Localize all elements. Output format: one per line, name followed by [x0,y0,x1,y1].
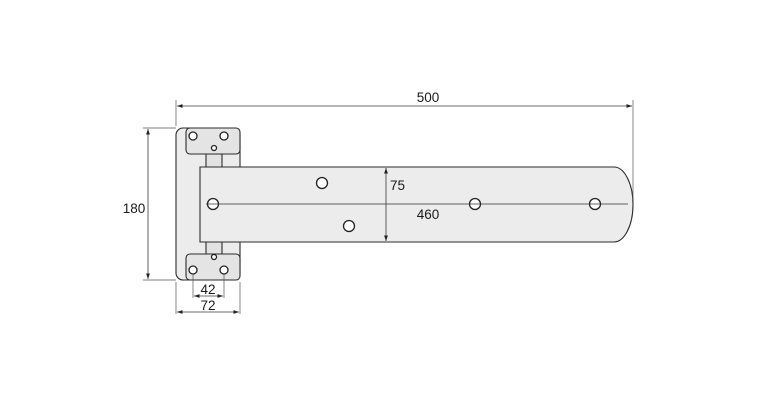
dim-label-460: 460 [417,207,440,222]
dim-label-180: 180 [123,201,146,216]
dim-label-42: 42 [200,282,215,297]
dim-label-75: 75 [390,178,405,193]
dim-label-500: 500 [417,90,440,105]
upper-ear-hole-right [219,131,229,141]
dimension-plate-height: 180 [123,127,176,281]
strap-hole-lower [342,219,356,233]
upper-ear-hole-left [188,131,198,141]
hinge-strap [199,166,634,243]
hinge-part [175,127,634,281]
dimension-overall-length: 500 [175,90,634,200]
upper-ear-small-hole [210,144,218,152]
dim-label-72: 72 [200,298,215,313]
lower-ear-small-hole [210,253,218,261]
lower-ear-hole-right [219,265,229,275]
dimension-strap-length: 460 [417,207,440,222]
strap-hole-upper [315,176,329,190]
dimension-strap-width: 75 [384,168,405,241]
dimension-hole-spacing: 42 [192,274,225,298]
dimension-bracket-width: 72 [175,282,241,314]
lower-ear-hole-left [188,265,198,275]
